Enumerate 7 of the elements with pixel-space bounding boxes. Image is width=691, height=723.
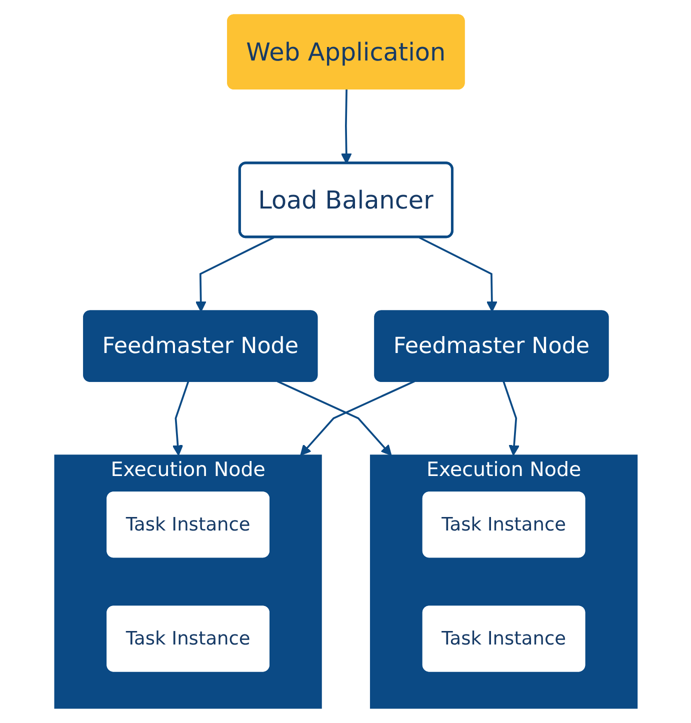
arrow bbox=[276, 380, 392, 456]
arrow bbox=[195, 236, 274, 312]
arrow bbox=[340, 89, 352, 164]
arrow bbox=[418, 236, 497, 312]
arrow bbox=[172, 380, 189, 456]
arrow bbox=[300, 380, 414, 456]
arrow bbox=[502, 380, 520, 456]
